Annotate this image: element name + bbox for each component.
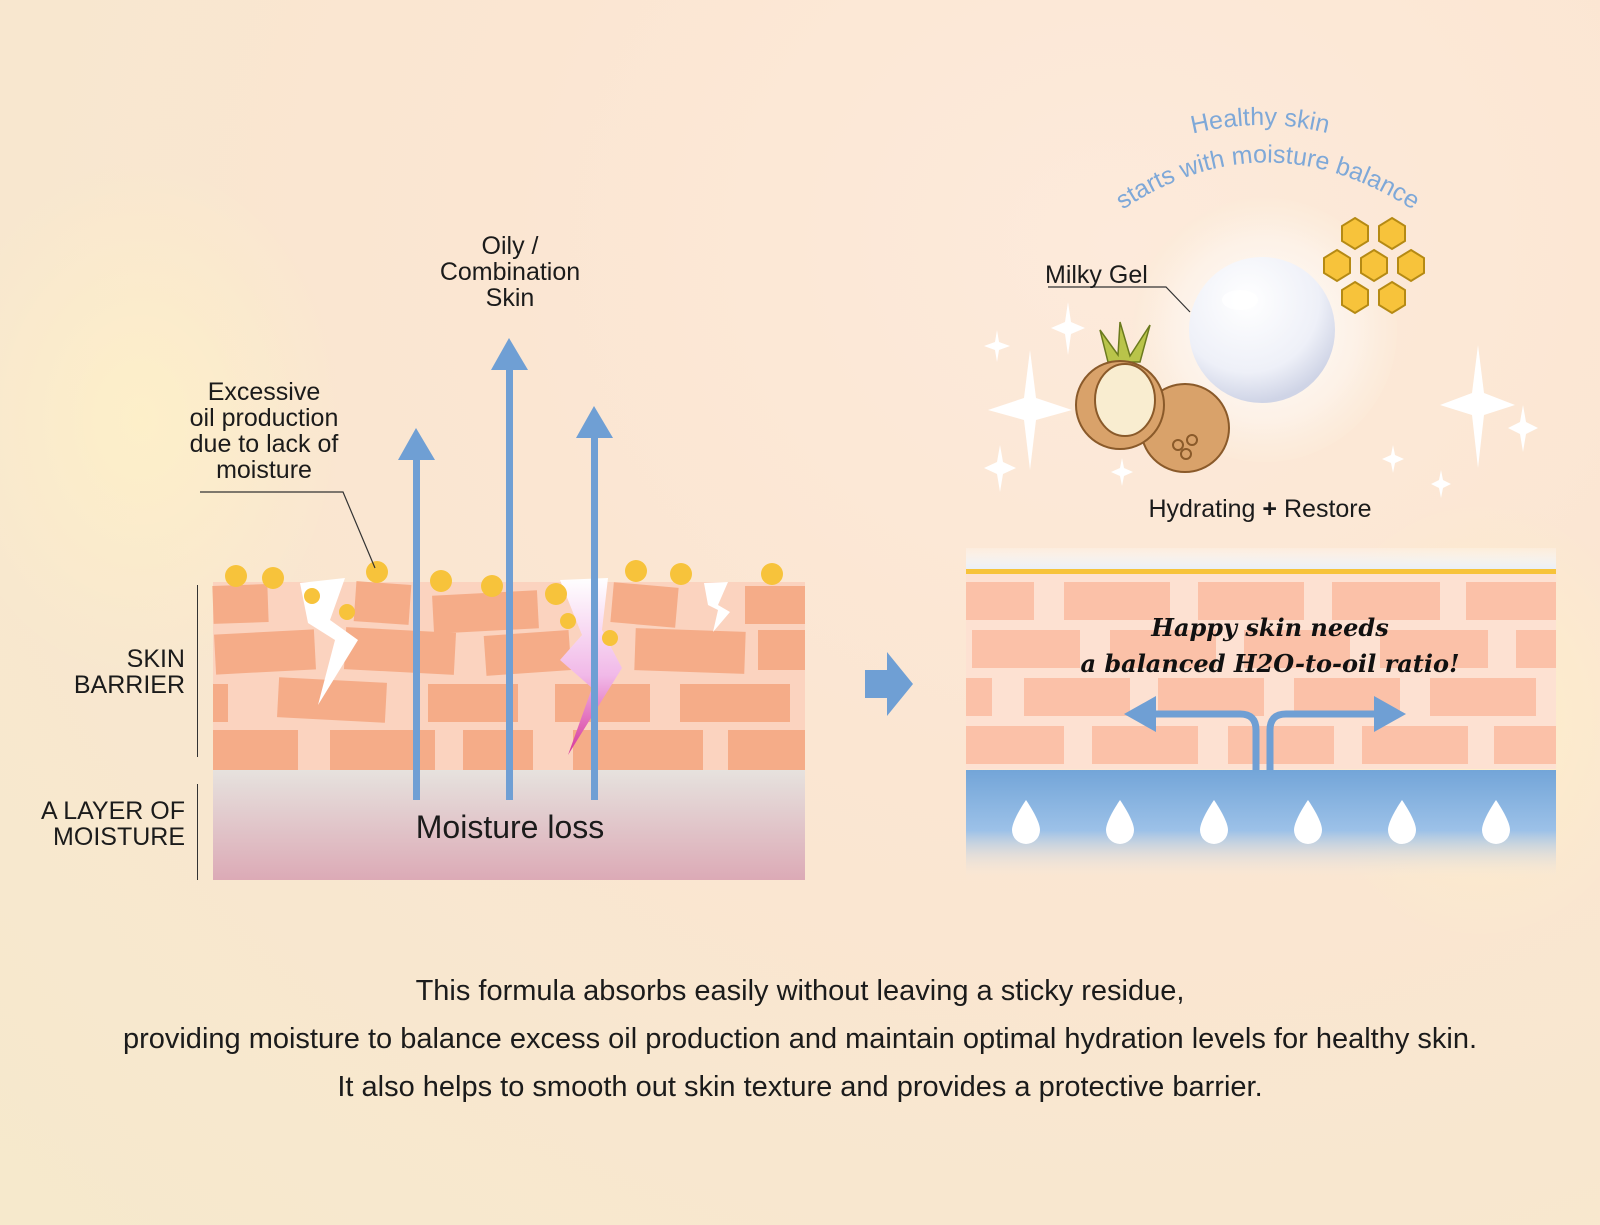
sparkle-icons bbox=[984, 302, 1538, 498]
oil-droplets bbox=[225, 560, 783, 646]
caption-line-2: providing moisture to balance excess oil… bbox=[122, 1023, 1478, 1055]
caption-line-1: This formula absorbs easily without leav… bbox=[415, 975, 1185, 1007]
hydrating-restore-label: Hydrating + Restore bbox=[1090, 496, 1430, 522]
skin-barrier-label: SKIN BARRIER bbox=[73, 645, 185, 699]
balance-arrows-icon bbox=[1150, 710, 1380, 770]
transition-arrow-icon bbox=[865, 652, 913, 716]
moisture-layer-bracket bbox=[197, 784, 198, 880]
happy-skin-line1: Happy skin needs bbox=[1151, 613, 1389, 642]
happy-skin-line2: a balanced H2O-to-oil ratio! bbox=[1080, 649, 1460, 678]
restore-text: Restore bbox=[1283, 495, 1372, 523]
water-drop-icons bbox=[1012, 800, 1510, 844]
skin-barrier-bracket bbox=[197, 585, 198, 757]
moisture-layer-label: A LAYER OF MOISTURE bbox=[40, 797, 185, 851]
caption-line-3: It also helps to smooth out skin texture… bbox=[337, 1071, 1263, 1103]
milky-gel-pointer-line bbox=[1048, 286, 1191, 313]
coconut-icon bbox=[1075, 321, 1230, 473]
moisture-loss-arrows bbox=[398, 338, 613, 800]
skin-barrier-illustration bbox=[200, 338, 805, 880]
oily-combination-label: Oily / Combination Skin bbox=[439, 232, 581, 312]
honeycomb-icon bbox=[1323, 216, 1425, 315]
arc-text-line1: Healthy skin bbox=[1188, 103, 1332, 139]
water-layer bbox=[966, 770, 1556, 880]
crack-right bbox=[704, 582, 730, 632]
moisture-loss-label: Moisture loss bbox=[415, 809, 605, 845]
milky-gel-label: Milky Gel bbox=[1045, 261, 1148, 289]
milky-gel-drop bbox=[1189, 257, 1335, 403]
hydrating-text: Hydrating bbox=[1148, 495, 1256, 523]
oil-layer-line bbox=[966, 569, 1556, 574]
healthy-skin-illustration: Healthy skin starts with moisture balanc… bbox=[966, 103, 1556, 880]
crack-left bbox=[300, 578, 358, 705]
excess-oil-label: Excessive oil production due to lack of … bbox=[189, 378, 339, 484]
plus-sign: + bbox=[1262, 495, 1278, 523]
excess-pointer-line bbox=[200, 491, 376, 569]
healthy-skin-bricks bbox=[966, 582, 1556, 764]
